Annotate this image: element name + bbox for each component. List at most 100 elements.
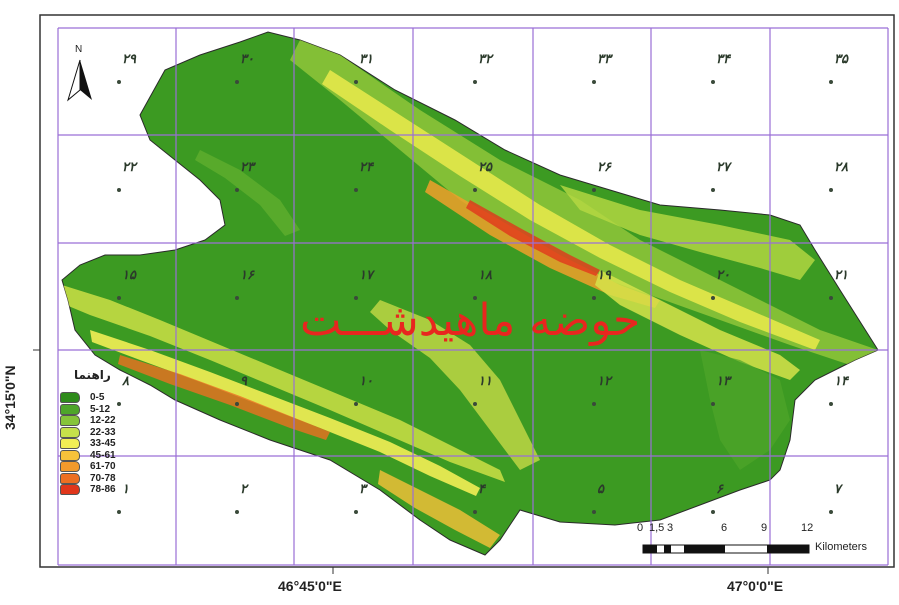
grid-cell-point <box>829 188 833 192</box>
grid-cell-point <box>473 510 477 514</box>
grid-cell-point <box>235 80 239 84</box>
scale-tick-label: 1,5 <box>649 522 665 534</box>
grid-cell-number: ۲۴ <box>359 160 373 175</box>
legend-swatch <box>60 472 80 484</box>
legend-item: 22-33 <box>60 426 170 439</box>
legend-swatch <box>60 461 80 473</box>
grid-cell-point <box>117 296 121 300</box>
grid-cell-point <box>354 510 358 514</box>
grid-cell-number: ۳۳ <box>597 52 611 67</box>
grid-cell-point <box>829 402 833 406</box>
legend-swatch <box>60 438 80 450</box>
scale-bar <box>642 544 810 554</box>
grid-cell-point <box>235 296 239 300</box>
grid-cell-number: ۱۱ <box>478 374 492 389</box>
grid-cell-number: ۴ <box>478 482 485 497</box>
basin-title: حوضه ماهیدشـــت <box>300 295 641 346</box>
legend-title: راهنما <box>74 368 111 382</box>
grid-cell-number: ۱۴ <box>834 374 848 389</box>
grid-cell-point <box>117 188 121 192</box>
legend-label: 33-45 <box>90 438 116 450</box>
legend-item: 12-22 <box>60 415 170 427</box>
legend-swatch <box>60 403 80 415</box>
latitude-label: 34°15'0"N <box>2 365 18 430</box>
grid-cell-point <box>592 188 596 192</box>
grid-cell-number: ۱۲ <box>597 374 611 389</box>
grid-cell-number: ۲۸ <box>834 160 848 175</box>
grid-cell-number: ۳۰ <box>240 52 254 67</box>
legend-item: 45-61 <box>60 449 170 462</box>
grid-cell-number: ۳۱ <box>359 52 373 67</box>
legend-label: 5-12 <box>90 403 111 415</box>
grid-cell-number: ۱۳ <box>716 374 730 389</box>
grid-cell-point <box>711 188 715 192</box>
grid-cell-point <box>592 296 596 300</box>
scale-tick-label: 0 <box>637 522 644 534</box>
legend-item: 5-12 <box>60 403 170 416</box>
grid-cell-point <box>473 80 477 84</box>
grid-cell-point <box>473 188 477 192</box>
legend-item: 61-70 <box>60 461 170 473</box>
grid-cell-point <box>235 510 239 514</box>
grid-cell-number: ۳۴ <box>716 52 730 67</box>
grid-cell-point <box>592 80 596 84</box>
grid-cell-number: ۸ <box>122 374 129 389</box>
legend-item: 0-5 <box>60 392 170 404</box>
grid-cell-number: ۱ <box>122 482 129 497</box>
grid-cell-number: ۶ <box>716 482 723 497</box>
grid-cell-number: ۲۷ <box>716 160 730 175</box>
grid-cell-point <box>829 296 833 300</box>
grid-cell-point <box>829 510 833 514</box>
legend-swatch <box>60 426 80 438</box>
grid-cell-point <box>117 80 121 84</box>
grid-cell-point <box>354 188 358 192</box>
grid-cell-point <box>711 510 715 514</box>
grid-cell-number: ۱۶ <box>240 268 254 283</box>
north-label: N <box>75 44 83 55</box>
grid-cell-point <box>592 510 596 514</box>
legend-label: 12-22 <box>90 415 116 427</box>
north-arrow-icon <box>67 59 92 102</box>
scale-tick-label: 6 <box>721 522 728 534</box>
legend-swatch <box>60 449 80 461</box>
grid-cell-number: ۲۱ <box>834 268 848 283</box>
slope-bands <box>62 40 878 548</box>
grid-cell-number: ۲۹ <box>122 52 136 67</box>
scale-tick-label: 12 <box>801 522 814 534</box>
grid-cell-number: ۵ <box>597 482 604 497</box>
grid-cell-number: ۱۹ <box>597 268 611 283</box>
grid-cell-point <box>235 402 239 406</box>
grid-cell-number: ۲ <box>240 482 247 497</box>
scale-units: Kilometers <box>815 541 867 553</box>
grid-cell-number: ۷ <box>834 482 841 497</box>
legend-swatch <box>60 415 80 427</box>
grid-cell-number: ۲۳ <box>240 160 254 175</box>
grid-cell-point <box>711 80 715 84</box>
legend-label: 70-78 <box>90 472 116 484</box>
grid-cell-number: ۱۵ <box>122 268 136 283</box>
grid-cell-number: ۲۶ <box>597 160 611 175</box>
grid-cell-point <box>473 402 477 406</box>
grid-cell-point <box>592 402 596 406</box>
grid-cell-number: ۲۵ <box>478 160 492 175</box>
legend-label: 22-33 <box>90 426 116 438</box>
legend-label: 45-61 <box>90 449 116 461</box>
grid-cell-number: ۳ <box>359 482 366 497</box>
grid-cell-point <box>354 402 358 406</box>
legend-item: 70-78 <box>60 472 170 485</box>
grid-cell-point <box>711 296 715 300</box>
legend-swatch <box>60 484 80 496</box>
legend-label: 0-5 <box>90 392 105 404</box>
grid-cell-point <box>711 402 715 406</box>
grid-cell-number: ۳۲ <box>478 52 492 67</box>
scale-tick-label: 9 <box>761 522 768 534</box>
grid-cell-point <box>354 80 358 84</box>
grid-cell-number: ۱۷ <box>359 268 373 283</box>
grid-cell-number: ۹ <box>240 374 247 389</box>
grid-lines <box>57 27 889 566</box>
grid-cell-number: ۲۰ <box>716 268 730 283</box>
grid-cell-number: ۱۰ <box>359 374 373 389</box>
